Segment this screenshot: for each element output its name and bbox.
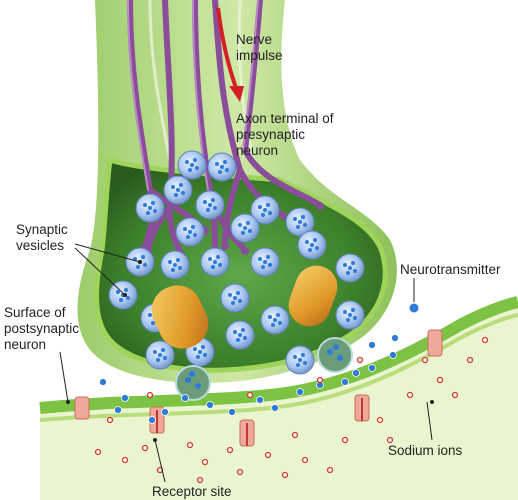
neurotransmitter	[368, 341, 376, 349]
vesicle	[195, 190, 225, 220]
receptor-channels	[156, 398, 363, 446]
receptor-site-label: Receptor site	[152, 484, 232, 499]
leader-lines	[59, 243, 433, 483]
fusing-vesicles	[175, 337, 353, 401]
axon-terminal-label: Axon terminal of presynaptic neuron	[236, 111, 334, 158]
synaptic-vesicles-label: Synaptic vesicles	[16, 222, 68, 253]
vesicle	[160, 250, 190, 280]
neurotransmitter	[352, 369, 360, 377]
sodium-ion	[466, 356, 474, 364]
neurotransmitter	[271, 404, 279, 412]
neurotransmitter	[391, 334, 399, 342]
sodium-ion	[236, 468, 244, 476]
neurotransmitter	[228, 408, 236, 416]
sodium-ion	[326, 466, 334, 474]
vesicle	[250, 195, 280, 225]
sodium-ions-label: Sodium ions	[388, 443, 463, 458]
vesicle	[250, 247, 280, 277]
sodium-ion	[451, 391, 459, 399]
neurotransmitter-molecules	[99, 334, 399, 424]
neurotransmitter	[114, 406, 122, 414]
neurotransmitter	[296, 388, 304, 396]
sodium-ion	[481, 336, 489, 344]
sodium-ion	[186, 441, 194, 449]
postsynaptic-membrane-inner	[39, 313, 518, 422]
sodium-ion	[281, 471, 289, 479]
vesicle	[225, 320, 255, 350]
sodium-ion	[316, 376, 324, 384]
vesicle	[200, 247, 230, 277]
sodium-ion	[226, 446, 234, 454]
vesicle	[285, 207, 315, 237]
vesicle	[230, 213, 260, 243]
vesicle	[260, 305, 290, 335]
synaptic-vesicles	[108, 150, 365, 375]
neurotransmitter-legend-dot	[408, 302, 420, 314]
axon-highlight	[148, 0, 172, 161]
sodium-ion	[376, 416, 384, 424]
sodium-ion	[201, 458, 209, 466]
sodium-ion-particles	[94, 336, 489, 484]
vesicle	[177, 150, 207, 180]
vesicle	[220, 283, 250, 313]
mitochondria	[151, 265, 338, 349]
sodium-ion	[246, 391, 254, 399]
sodium-ion	[386, 436, 394, 444]
leader-dots	[66, 260, 434, 442]
sodium-ion	[406, 391, 414, 399]
sodium-ion	[356, 356, 364, 364]
neurotransmitter	[206, 401, 214, 409]
neurotransmitter	[161, 408, 169, 416]
vesicle	[207, 152, 237, 182]
vesicle	[335, 253, 365, 283]
sodium-ion	[196, 476, 204, 484]
sodium-ion	[141, 444, 149, 452]
sodium-ion	[421, 356, 429, 364]
vesicle	[145, 340, 175, 370]
axon-highlight	[237, 0, 257, 166]
postsynaptic-neuron-body	[40, 302, 518, 500]
terminal-membrane	[94, 156, 388, 373]
neurotransmitter	[256, 396, 264, 404]
sodium-ion	[264, 451, 272, 459]
sodium-ion	[94, 448, 102, 456]
sodium-ion	[146, 391, 154, 399]
sodium-ion	[291, 431, 299, 439]
nerve-impulse-label: Nerve impulse	[236, 32, 283, 63]
vesicle	[285, 345, 315, 375]
sodium-ion	[301, 456, 309, 464]
neurotransmitter	[341, 378, 349, 386]
sodium-ion	[121, 456, 129, 464]
sodium-ion	[106, 416, 114, 424]
nerve-impulse-arrow	[216, 7, 244, 102]
vesicle	[175, 217, 205, 247]
sodium-ion	[436, 376, 444, 384]
neurotransmitter	[99, 378, 107, 386]
neurotransmitter	[148, 416, 156, 424]
vesicle	[335, 300, 365, 330]
neurotransmitter	[121, 394, 129, 402]
neurotransmitter	[368, 364, 376, 372]
vesicle	[297, 230, 327, 260]
postsynaptic-surface-label: Surface of postsynaptic neuron	[4, 305, 80, 352]
neurotransmitter-label: Neurotransmitter	[400, 262, 501, 277]
sodium-ion	[341, 436, 349, 444]
vesicle	[135, 193, 165, 223]
neurotransmitter	[181, 394, 189, 402]
vesicle	[163, 175, 193, 205]
neurotransmitter	[389, 351, 397, 359]
